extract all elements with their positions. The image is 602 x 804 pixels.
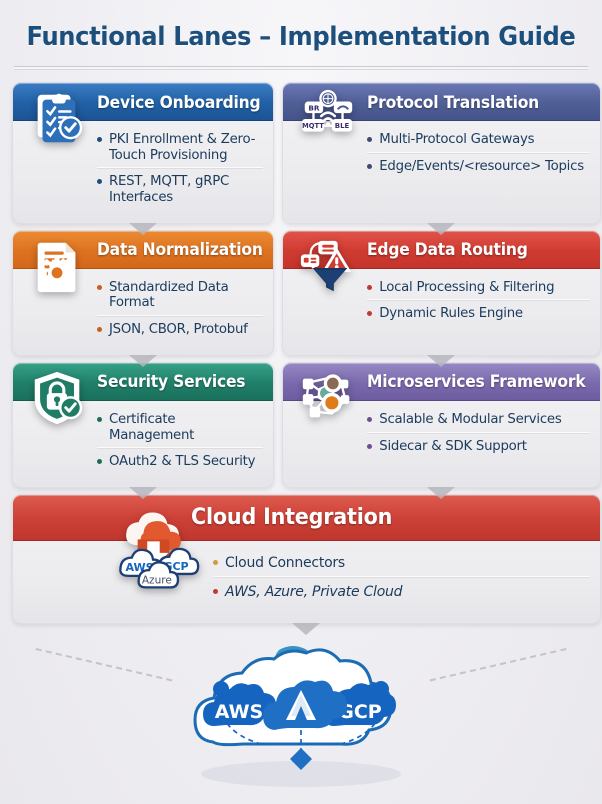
lane-bullet: AWS, Azure, Private Cloud bbox=[213, 577, 590, 607]
lane-card-cloud-integration[interactable]: Cloud Integration AWS GCP bbox=[12, 493, 601, 635]
bullet-text: Cloud Connectors bbox=[225, 554, 345, 571]
bullet-dot-icon bbox=[213, 589, 218, 595]
flow-arrow-down-icon bbox=[129, 486, 158, 499]
bullet-text: AWS, Azure, Private Cloud bbox=[225, 584, 403, 601]
lane-body: PKI Enrollment & Zero-Touch Provisioning… bbox=[13, 121, 273, 223]
title-divider bbox=[14, 66, 588, 70]
svg-text:GCP: GCP bbox=[338, 701, 382, 723]
bullet-text: Standardized Data Format bbox=[109, 279, 229, 311]
bullet-dot-icon bbox=[97, 179, 102, 185]
svg-text:BLE: BLE bbox=[335, 122, 350, 130]
document-gear-icon bbox=[27, 235, 89, 297]
protocol-network-icon: BR MQTT BLE bbox=[297, 87, 359, 149]
bullet-text: Edge/Events/<resource> Topics bbox=[379, 158, 584, 174]
bullet-dot-icon bbox=[367, 284, 373, 290]
svg-text:BR: BR bbox=[309, 103, 321, 112]
lane-bullet: JSON, CBOR, Protobuf bbox=[97, 316, 264, 343]
lane-bullet: Sidecar & SDK Support bbox=[367, 432, 590, 460]
footer-illustration: AWS GCP bbox=[0, 642, 602, 798]
bullet-text: Local Processing & Filtering bbox=[379, 279, 555, 295]
bullet-dot-icon bbox=[97, 327, 102, 333]
lane-body: Standardized Data Format JSON, CBOR, Pro… bbox=[13, 269, 273, 355]
bullet-text: OAuth2 & TLS Security bbox=[109, 454, 256, 470]
lane-bullet: Cloud Connectors bbox=[213, 549, 590, 578]
bullet-text: REST, MQTT, gRPC Interfaces bbox=[109, 174, 230, 206]
bullet-text: Sidecar & SDK Support bbox=[379, 438, 527, 454]
bullet-dot-icon bbox=[97, 284, 102, 290]
bullet-dot-icon bbox=[97, 459, 102, 465]
bullet-dot-icon bbox=[367, 311, 373, 317]
lane-grid: Device Onboarding bbox=[12, 82, 601, 635]
lane-body: Scalable & Modular Services Sidecar & SD… bbox=[283, 401, 599, 471]
flow-arrow-down-icon bbox=[129, 354, 158, 367]
lane-card-edge-data-routing[interactable]: Edge Data Routing bbox=[282, 229, 601, 367]
lane-title: Data Normalization bbox=[97, 240, 263, 260]
bullet-text: PKI Enrollment & Zero-Touch Provisioning bbox=[109, 132, 256, 163]
lane-card-security-services[interactable]: Security Services Certifi bbox=[12, 361, 275, 499]
bullet-text: Certificate Management bbox=[109, 411, 195, 443]
lane-title: Edge Data Routing bbox=[367, 240, 528, 260]
svg-text:MQTT: MQTT bbox=[302, 122, 324, 130]
funnel-warning-icon bbox=[297, 235, 359, 297]
shield-lock-check-icon bbox=[27, 367, 89, 429]
lane-bullet: Certificate Management bbox=[97, 407, 263, 448]
lane-bullet: Local Processing & Filtering bbox=[367, 275, 589, 301]
cloud-download-providers-icon: AWS GCP Azure bbox=[105, 501, 201, 597]
lane-card-microservices-framework[interactable]: Microservices Framework bbox=[282, 361, 601, 499]
svg-text:AWS: AWS bbox=[215, 701, 264, 723]
multi-cloud-hub-icon: AWS GCP bbox=[193, 645, 401, 787]
lane-card-data-normalization[interactable]: Data Normalization bbox=[12, 229, 275, 367]
lane-bullet: PKI Enrollment & Zero-Touch Provisioning bbox=[97, 127, 263, 168]
hexagon-nodes-icon bbox=[297, 367, 359, 429]
bullet-text: Multi-Protocol Gateways bbox=[379, 132, 535, 147]
lane-card-device-onboarding[interactable]: Device Onboarding bbox=[12, 82, 275, 235]
lane-body: Cloud Connectors AWS, Azure, Private Clo… bbox=[13, 541, 600, 623]
lane-bullet: Dynamic Rules Engine bbox=[367, 300, 590, 327]
bullet-text: Scalable & Modular Services bbox=[379, 411, 562, 427]
lane-bullet: Standardized Data Format bbox=[97, 275, 263, 316]
bullet-dot-icon bbox=[367, 163, 373, 169]
lane-body: Multi-Protocol Gateways Edge/Events/<res… bbox=[283, 121, 599, 191]
bullet-dot-icon bbox=[97, 137, 102, 142]
bullet-dot-icon bbox=[367, 443, 373, 449]
lane-title: Microservices Framework bbox=[367, 372, 586, 392]
lane-header: Cloud Integration bbox=[13, 494, 600, 541]
lane-bullet: Multi-Protocol Gateways bbox=[367, 127, 589, 153]
lane-bullet: OAuth2 & TLS Security bbox=[97, 448, 264, 475]
lane-title: Security Services bbox=[97, 372, 246, 392]
bullet-dot-icon bbox=[367, 137, 373, 142]
bullet-dot-icon bbox=[97, 416, 102, 422]
svg-text:Azure: Azure bbox=[142, 574, 172, 586]
lane-bullet: Edge/Events/<resource> Topics bbox=[367, 152, 590, 180]
lane-body: Certificate Management OAuth2 & TLS Secu… bbox=[13, 401, 273, 487]
bullet-dot-icon bbox=[367, 416, 373, 422]
flow-arrow-down-icon bbox=[427, 222, 456, 235]
clipboard-check-icon bbox=[27, 87, 89, 149]
bullet-dot-icon bbox=[213, 559, 218, 565]
lane-bullet: Scalable & Modular Services bbox=[367, 407, 589, 433]
flow-arrow-down-icon bbox=[427, 354, 456, 367]
flow-arrow-down-icon bbox=[292, 622, 321, 635]
page-header: Functional Lanes – Implementation Guide bbox=[0, 0, 602, 70]
flow-arrow-down-icon bbox=[427, 486, 456, 499]
lane-title: Cloud Integration bbox=[191, 505, 393, 531]
lane-card-protocol-translation[interactable]: Protocol Translation bbox=[282, 82, 601, 235]
page-title: Functional Lanes – Implementation Guide bbox=[26, 22, 576, 52]
lane-title: Device Onboarding bbox=[97, 92, 261, 112]
bullet-text: JSON, CBOR, Protobuf bbox=[109, 322, 248, 338]
flow-arrow-down-icon bbox=[129, 222, 158, 235]
lane-body: Local Processing & Filtering Dynamic Rul… bbox=[283, 269, 599, 339]
lane-bullet: REST, MQTT, gRPC Interfaces bbox=[97, 168, 264, 210]
bullet-text: Dynamic Rules Engine bbox=[379, 306, 523, 322]
lane-title: Protocol Translation bbox=[367, 92, 540, 112]
dashed-connector-right bbox=[429, 647, 574, 713]
lane-header: Edge Data Routing bbox=[283, 230, 600, 269]
